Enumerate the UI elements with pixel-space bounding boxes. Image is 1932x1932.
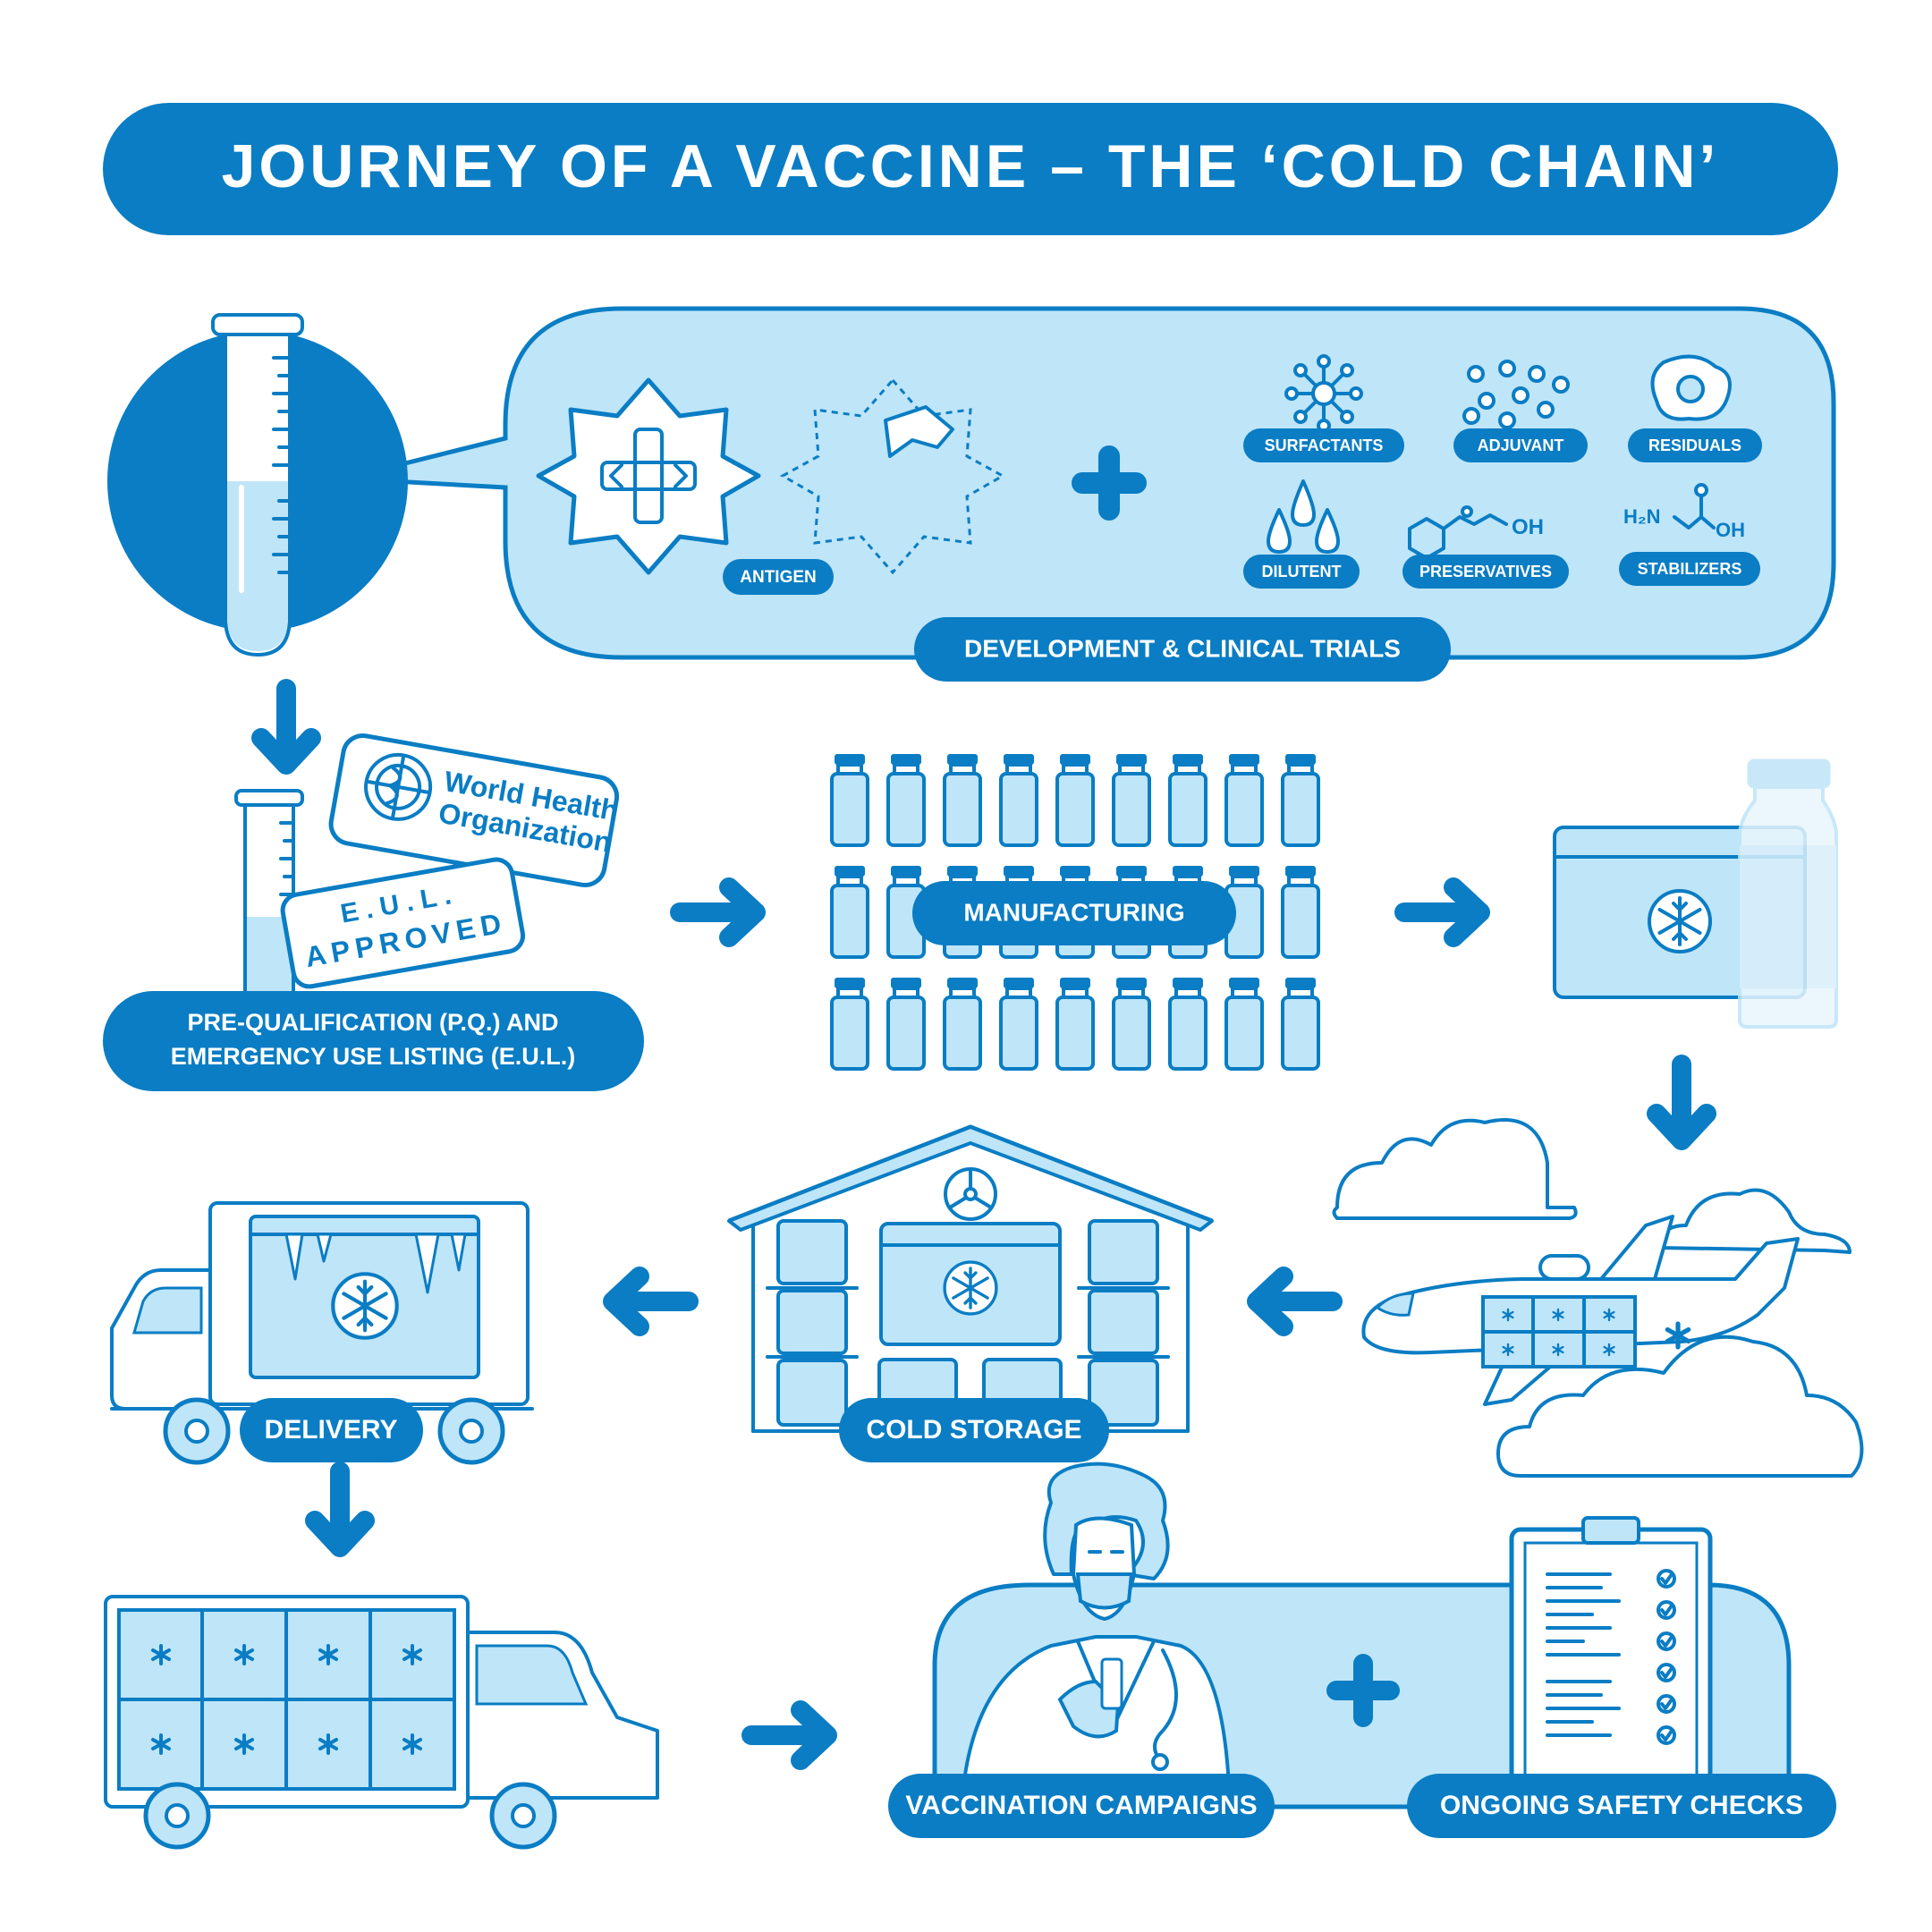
surfactants-label: SURFACTANTS xyxy=(1265,436,1384,454)
development-section: ANTIGEN SURFACTANTS xyxy=(107,306,1836,682)
warehouse-icon xyxy=(727,1124,1214,1433)
development-label: DEVELOPMENT & CLINICAL TRIALS xyxy=(964,634,1401,662)
approval-section: World Health Organization E.U.L. APPROVE… xyxy=(103,733,644,1091)
airplane-icon xyxy=(1361,1215,1800,1406)
large-vial-icon xyxy=(1738,758,1838,1029)
cooler-section xyxy=(1553,758,1838,1029)
delivery-section: DELIVERY xyxy=(110,1201,534,1465)
page-title: JOURNEY OF A VACCINE – THE ‘COLD CHAIN’ xyxy=(222,132,1720,200)
vaccination-badge: VACCINATION CAMPAIGNS xyxy=(888,1774,1275,1838)
vial-icon xyxy=(943,752,982,847)
vial-icon xyxy=(886,976,926,1071)
adjuvant-icon xyxy=(1462,360,1570,429)
approval-label-line2: EMERGENCY USE LISTING (E.U.L.) xyxy=(171,1043,576,1070)
vial-icon xyxy=(1112,976,1151,1071)
air-freight-section xyxy=(1332,1118,1864,1478)
vial-icon xyxy=(1055,976,1095,1071)
van-icon xyxy=(104,1595,659,1850)
vial-icon xyxy=(830,976,869,1071)
vial-icon xyxy=(830,864,869,959)
vaccination-section: VACCINATION CAMPAIGNS ONGOING SAFETY CHE… xyxy=(888,1462,1836,1838)
safety-label: ONGOING SAFETY CHECKS xyxy=(1440,1791,1803,1820)
surfactants-badge: SURFACTANTS xyxy=(1243,428,1404,462)
amino-acid-icon: H₂N OH xyxy=(1623,483,1745,541)
doctor-icon xyxy=(960,1462,1232,1809)
arrow-down-1 xyxy=(261,689,311,765)
vial-icon xyxy=(1281,752,1320,847)
vial-icon xyxy=(1224,976,1264,1071)
dilutent-badge: DILUTENT xyxy=(1243,555,1360,589)
arrow-right-1 xyxy=(680,887,756,937)
vial-icon xyxy=(943,976,982,1071)
eul-stamp: E.U.L. APPROVED xyxy=(280,857,526,989)
manufacturing-section: MANUFACTURING xyxy=(830,752,1320,1071)
van-section xyxy=(104,1595,659,1850)
plus-icon xyxy=(1072,445,1147,521)
vial-icon xyxy=(1281,864,1320,959)
approval-test-tube-icon xyxy=(234,789,304,999)
delivery-badge: DELIVERY xyxy=(240,1398,423,1462)
arrow-down-3 xyxy=(315,1471,365,1547)
vial-icon xyxy=(1281,976,1320,1071)
h2n-label: H₂N xyxy=(1623,505,1661,528)
antigen-icon xyxy=(536,377,1006,575)
cloud-icon-2 xyxy=(1657,1188,1852,1254)
delivery-label: DELIVERY xyxy=(265,1415,398,1445)
manufacturing-label: MANUFACTURING xyxy=(963,898,1184,926)
manufacturing-badge: MANUFACTURING xyxy=(912,881,1236,945)
arrow-right-3 xyxy=(751,1710,827,1760)
residuals-label: RESIDUALS xyxy=(1648,436,1741,454)
who-emblem-icon xyxy=(364,752,433,821)
droplets-icon xyxy=(1267,479,1340,554)
arrow-down-2 xyxy=(1657,1064,1707,1140)
plus-icon-2 xyxy=(1326,1654,1400,1727)
adjuvant-badge: ADJUVANT xyxy=(1453,428,1588,462)
title-banner: JOURNEY OF A VACCINE – THE ‘COLD CHAIN’ xyxy=(103,103,1838,235)
preservatives-label: PRESERVATIVES xyxy=(1419,563,1552,580)
dilutent-label: DILUTENT xyxy=(1262,563,1342,580)
vaccination-label: VACCINATION CAMPAIGNS xyxy=(905,1791,1257,1820)
clipboard-icon xyxy=(1509,1516,1713,1809)
stabilizers-label: STABILIZERS xyxy=(1638,560,1742,578)
residuals-badge: RESIDUALS xyxy=(1628,428,1762,462)
stabilizers-badge: STABILIZERS xyxy=(1619,552,1760,586)
vial-icon xyxy=(1168,752,1208,847)
preservatives-badge: PRESERVATIVES xyxy=(1402,555,1569,589)
surfactant-icon xyxy=(1284,354,1363,433)
cold-storage-label: COLD STORAGE xyxy=(866,1415,1081,1445)
egg-icon xyxy=(1650,354,1732,421)
cloud-icon-1 xyxy=(1332,1118,1578,1220)
safety-badge: ONGOING SAFETY CHECKS xyxy=(1407,1774,1836,1838)
adjuvant-label: ADJUVANT xyxy=(1478,436,1564,454)
arrow-left-1 xyxy=(1257,1276,1333,1326)
vial-icon xyxy=(1112,752,1151,847)
arrow-right-2 xyxy=(1404,887,1480,937)
vial-icon xyxy=(999,752,1038,847)
cold-storage-section: COLD STORAGE xyxy=(727,1124,1214,1462)
arrow-left-2 xyxy=(613,1276,689,1326)
cloud-icon-3 xyxy=(1496,1335,1864,1478)
oh-label-2: OH xyxy=(1716,519,1745,541)
vial-icon xyxy=(886,752,926,847)
vial-icon xyxy=(1224,752,1264,847)
test-tube-icon xyxy=(211,313,304,657)
oh-label-1: OH xyxy=(1512,515,1544,539)
snowflake-icon xyxy=(1648,889,1712,953)
who-stamp: World Health Organization xyxy=(328,733,621,887)
antigen-label: ANTIGEN xyxy=(740,568,817,587)
approval-label-line1: PRE-QUALIFICATION (P.Q.) AND xyxy=(188,1009,559,1036)
vial-icon xyxy=(1055,752,1095,847)
vial-icon xyxy=(830,752,869,847)
vial-icon xyxy=(999,976,1038,1071)
development-badge: DEVELOPMENT & CLINICAL TRIALS xyxy=(914,617,1451,682)
antigen-badge: ANTIGEN xyxy=(723,559,834,595)
vial-icon xyxy=(1168,976,1208,1071)
truck-icon xyxy=(110,1201,534,1465)
approval-badge: PRE-QUALIFICATION (P.Q.) AND EMERGENCY U… xyxy=(103,991,644,1091)
cold-storage-badge: COLD STORAGE xyxy=(839,1398,1109,1462)
